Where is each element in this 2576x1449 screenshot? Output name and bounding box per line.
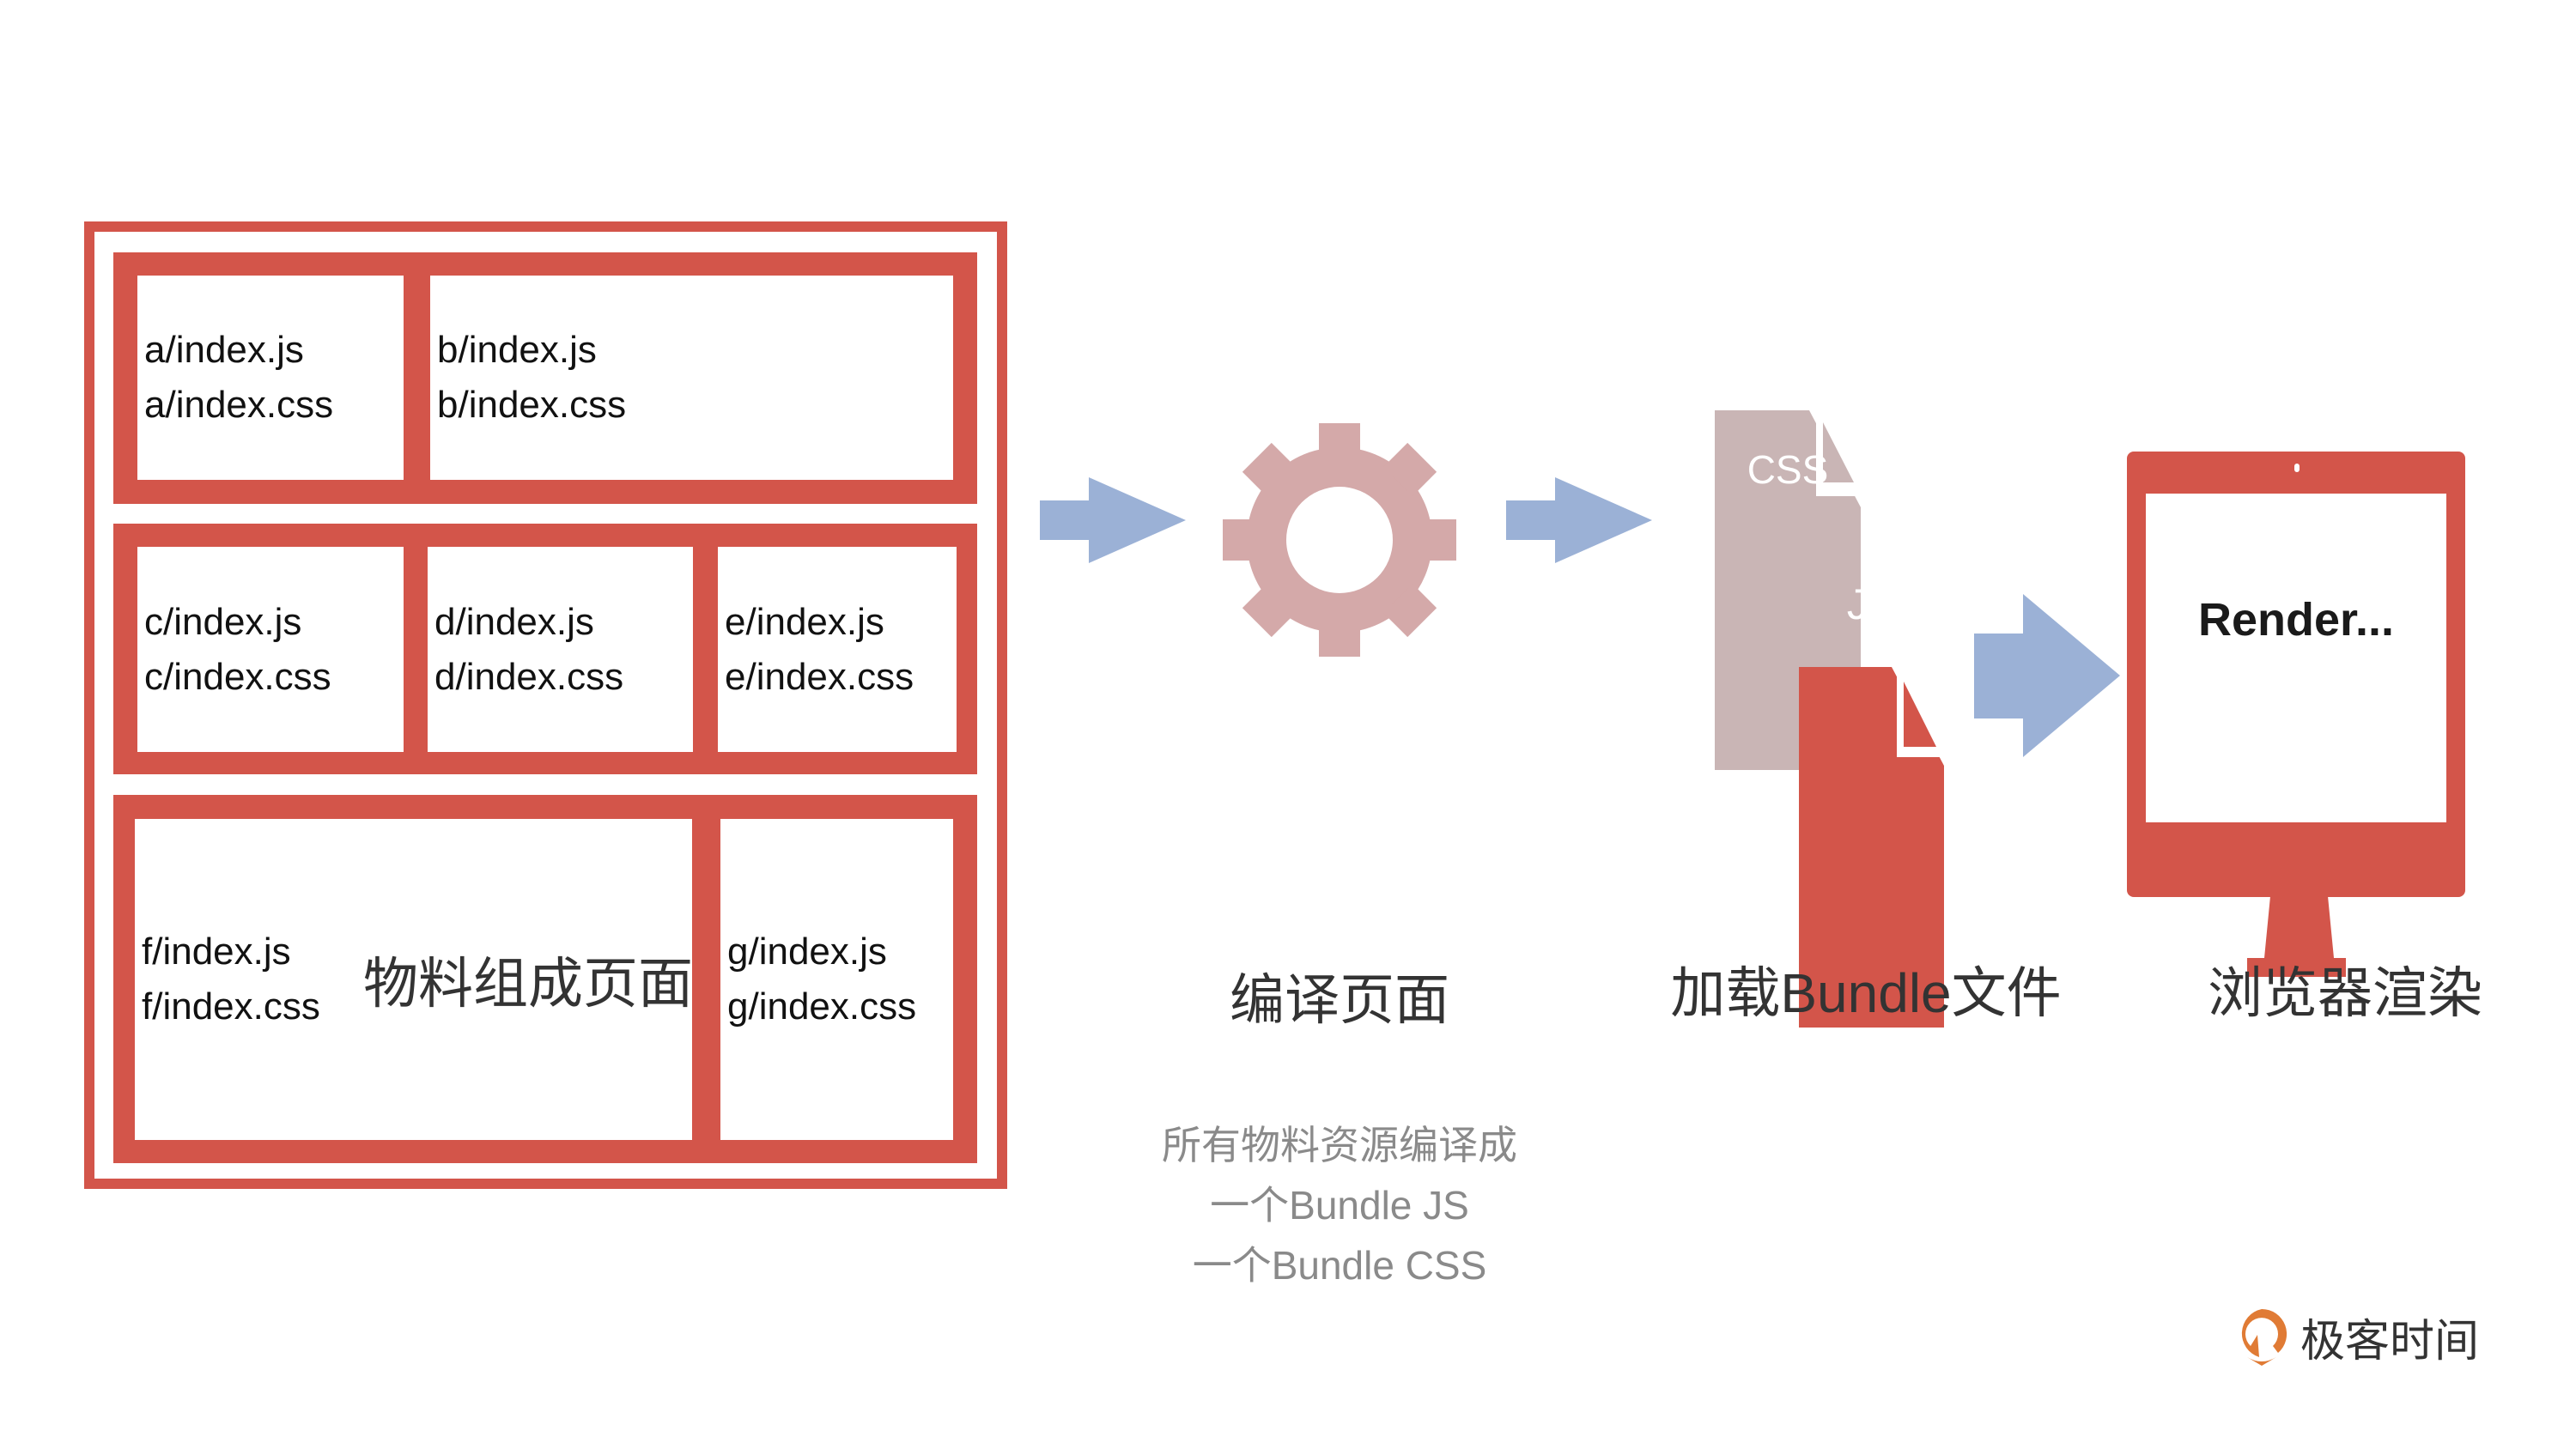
label-materials: 物料组成页面 [363,953,693,1015]
material-css: d/index.css [434,655,624,698]
material-cell-c: c/index.js c/index.css [137,547,404,752]
bundle-files-icon [1715,410,1944,1028]
material-css: e/index.css [725,655,914,698]
materials-row-3: f/index.js f/index.css g/index.js g/inde… [113,795,977,1163]
label-compile: 编译页面 [1230,969,1449,1031]
arrow-right-icon [1506,477,1652,563]
material-css: b/index.css [437,384,627,426]
logo-text: 极客时间 [2300,1317,2480,1367]
label-render: 浏览器渲染 [2208,962,2482,1024]
geektime-logo: 极客时间 [2235,1305,2479,1369]
material-js: d/index.js [434,600,594,643]
material-js: e/index.js [725,600,884,643]
css-file-label: CSS [1747,447,1829,492]
js-file-label: JS [1846,580,1898,628]
camera-dot [2294,464,2300,472]
monitor-stand [2247,896,2346,977]
arrow-right-icon [1974,594,2120,757]
logo-mark-icon [2241,1308,2287,1366]
material-cell-a: a/index.js a/index.css [137,276,404,480]
note-line-2: 一个Bundle JS [1210,1183,1469,1228]
materials-row-1: a/index.js a/index.css b/index.js b/inde… [113,252,977,504]
material-js: f/index.js [142,931,291,973]
material-js: b/index.js [437,329,597,371]
material-js: g/index.js [727,931,887,973]
material-js: c/index.js [144,600,302,643]
note-line-3: 一个Bundle CSS [1192,1243,1487,1288]
monitor-icon: Render... [2127,452,2465,897]
material-css: f/index.css [142,985,320,1028]
page-materials-frame [84,221,1007,1189]
material-css: c/index.css [144,655,331,698]
monitor-screen: Render... [2146,494,2446,822]
material-cell-d: d/index.js d/index.css [428,547,693,752]
material-cell-b: b/index.js b/index.css [430,276,953,480]
arrow-right-icon [1040,477,1186,563]
label-load: 加载Bundle文件 [1670,962,2062,1024]
materials-row-2: c/index.js c/index.css d/index.js d/inde… [113,524,977,774]
material-cell-g: g/index.js g/index.css [720,819,953,1140]
material-cell-e: e/index.js e/index.css [718,547,957,752]
render-text: Render... [2197,593,2395,646]
gear-icon [1223,423,1456,657]
material-js: a/index.js [144,329,304,371]
note-line-1: 所有物料资源编译成 [1162,1123,1517,1167]
material-css: a/index.css [144,384,334,426]
material-cell-f: f/index.js f/index.css [135,819,692,1140]
material-css: g/index.css [727,985,917,1028]
